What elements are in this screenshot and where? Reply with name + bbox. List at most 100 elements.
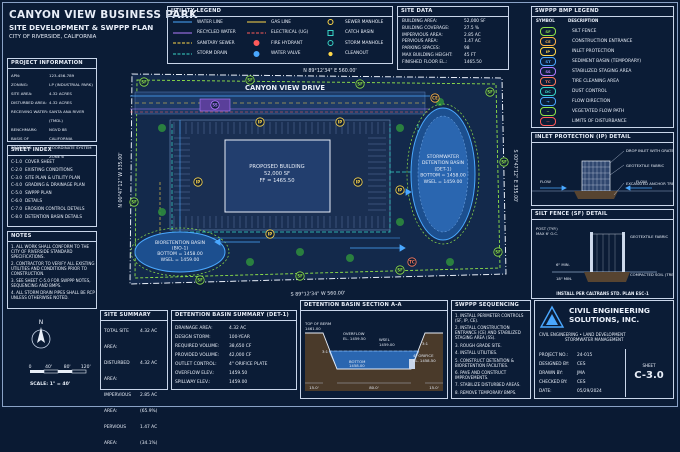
bmp-legend-label: TIRE CLEANING AREA [572,79,619,85]
site-summary-key: IMPERVIOUS AREA: [104,393,132,414]
stormwater-basin-label: BOTTOM = 1458.00 [420,173,466,179]
utility-legend-item: GAS LINE [246,19,291,25]
utility-legend-label: CLEANOUT [345,51,369,56]
bmp-callout-icon [353,177,363,187]
project-info-key: SITE AREA: [11,91,33,96]
bmp-callout-icon [245,75,255,85]
bmp-callout-icon [139,77,149,87]
utility-legend-label: SANITARY SEWER [197,40,235,46]
bmp-callout-label: SF [357,81,363,86]
bmp-callout-label: SF [141,79,147,84]
sheet-index-value: DETENTION BASIN DETAILS [25,213,83,219]
utility-symbol-icon [327,19,334,25]
utility-symbol-icon [253,50,260,57]
company-tagline: CIVIL ENGINEERING • LAND DEVELOPMENT [539,332,626,337]
title-block: CANYON VIEW BUSINESS PARK SITE DEVELOPME… [9,9,198,40]
bmp-col-description: DESCRIPTION [568,18,599,23]
proposed-building [224,139,331,213]
bmp-symbol-icon: ~ [540,107,556,117]
bmp-callout-icon [395,185,405,195]
project-info-value: 4.32 ACRES [49,91,72,96]
inlet-detail-label: FLOW [540,179,551,184]
stormwater-basin-label: STORMWATER [427,154,460,160]
utility-legend-label: RECYCLED WATER [197,30,236,35]
utility-legend-item: ELECTRICAL (UG) [246,30,308,36]
company-row: DESIGNED BY:CES [539,360,619,369]
company-row: DATE:05/29/2024 [539,387,619,396]
utility-symbol-icon [247,31,266,34]
sheet-index-key: C-2.0 [11,166,23,172]
scale-tick: 120' [81,364,91,370]
utility-legend-item: CATCH BASIN [320,29,374,36]
site-data-row: PERVIOUS AREA:1.47 AC [402,39,506,46]
site-data-key: IMPERVIOUS AREA: [402,32,443,38]
stormwater-basin-label: DETENTION BASIN [422,160,464,166]
bmp-callout-icon [295,271,305,281]
bmp-callout-label: CE [432,95,438,100]
bmp-callout-label: TC [409,259,415,264]
basin-summary-value: 38,650 CF [229,344,252,349]
basin-summary-key: DRAINAGE AREA: [175,326,213,331]
site-summary-row: TOTAL SITE AREA:4.32 AC [104,324,166,356]
bioretention-basin-label: BOTTOM = 1458.00 [157,251,203,257]
basin-summary-value: 4" ORIFICE PLATE [229,362,268,367]
project-info-value: 123-456-789 [49,73,75,78]
utility-legend-label: FIRE HYDRANT [271,40,303,46]
utility-symbol-icon [173,42,192,44]
sheet-index-key: C-4.0 [11,182,23,188]
site-data-value: 1.47 AC [464,39,481,45]
basin-summary-value: 1459.00 [229,380,248,385]
sheet-index-heading: SHEET INDEX [8,146,96,156]
basin-summary-key: SPILLWAY ELEV.: [175,380,211,385]
silt-detail-label: COMPACTED SOIL (TRENCH BACKFILL) [630,272,673,277]
site-data-key: MAX BUILDING HEIGHT: [402,52,453,58]
bioretention-basin [134,231,226,273]
right-bearing: S 00°47'12" E 335.00' [512,150,518,203]
sequence-step: 5. CONSTRUCT DETENTION & BIORETENTION FA… [455,357,514,368]
notes-heading: NOTES [8,232,96,242]
utility-legend-label: SEWER MANHOLE [345,19,384,25]
company-key: DRAWN BY: [539,371,563,376]
bmp-legend-label: FLOW DIRECTION [572,99,611,105]
building-label: 52,000 SF [264,171,290,177]
basin-summary-row: DESIGN STORM:100-YEAR [175,333,295,342]
bmp-callout-icon [129,197,139,207]
basin-summary-row: REQUIRED VOLUME:38,650 CF [175,342,295,351]
basin-summary-value: 100-YEAR [229,335,250,340]
basin-summary-row: OVERFLOW ELEV.:1459.50 [175,369,295,378]
utility-legend-label: GAS LINE [271,19,291,25]
project-info-value: NGVD 88 [49,127,67,132]
project-info-key: BENCHMARK: [11,127,38,132]
building-label: FF = 1465.50 [259,178,294,184]
utility-symbol-icon [327,29,334,36]
bmp-legend-label: SILT FENCE [572,28,597,34]
sheet-index-key: C-6.0 [11,197,23,203]
utility-legend-item: CLEANOUT [320,51,368,57]
left-bearing: N 00°47'12" W 335.00' [118,152,124,207]
utility-legend-item: WATER VALVE [246,50,301,57]
bmp-legend-label: LIMITS OF DISTURBANCE [572,119,627,125]
bmp-callout-icon [485,87,495,97]
scale-label: SCALE: 1" = 40' [30,382,71,387]
project-info-key: RECEIVING WATER: [11,109,49,114]
company-row: CHECKED BY:CES [539,378,619,387]
bmp-symbol-icon: CE [540,36,556,46]
site-data-key: BUILDING AREA: [402,19,438,24]
sequencing-list: 1. INSTALL PERIMETER CONTROLS (SF, IP, C… [455,313,531,397]
utility-legend-item: RECYCLED WATER [172,30,236,36]
site-summary-heading: SITE SUMMARY [101,311,167,321]
site-summary-key: PERVIOUS AREA: [104,425,126,446]
bmp-callout-label: IP [356,179,360,184]
bmp-callout-label: SF [397,267,403,272]
utility-symbol-icon [173,52,192,55]
site-data-row: BUILDING AREA:52,000 SF [402,19,506,26]
